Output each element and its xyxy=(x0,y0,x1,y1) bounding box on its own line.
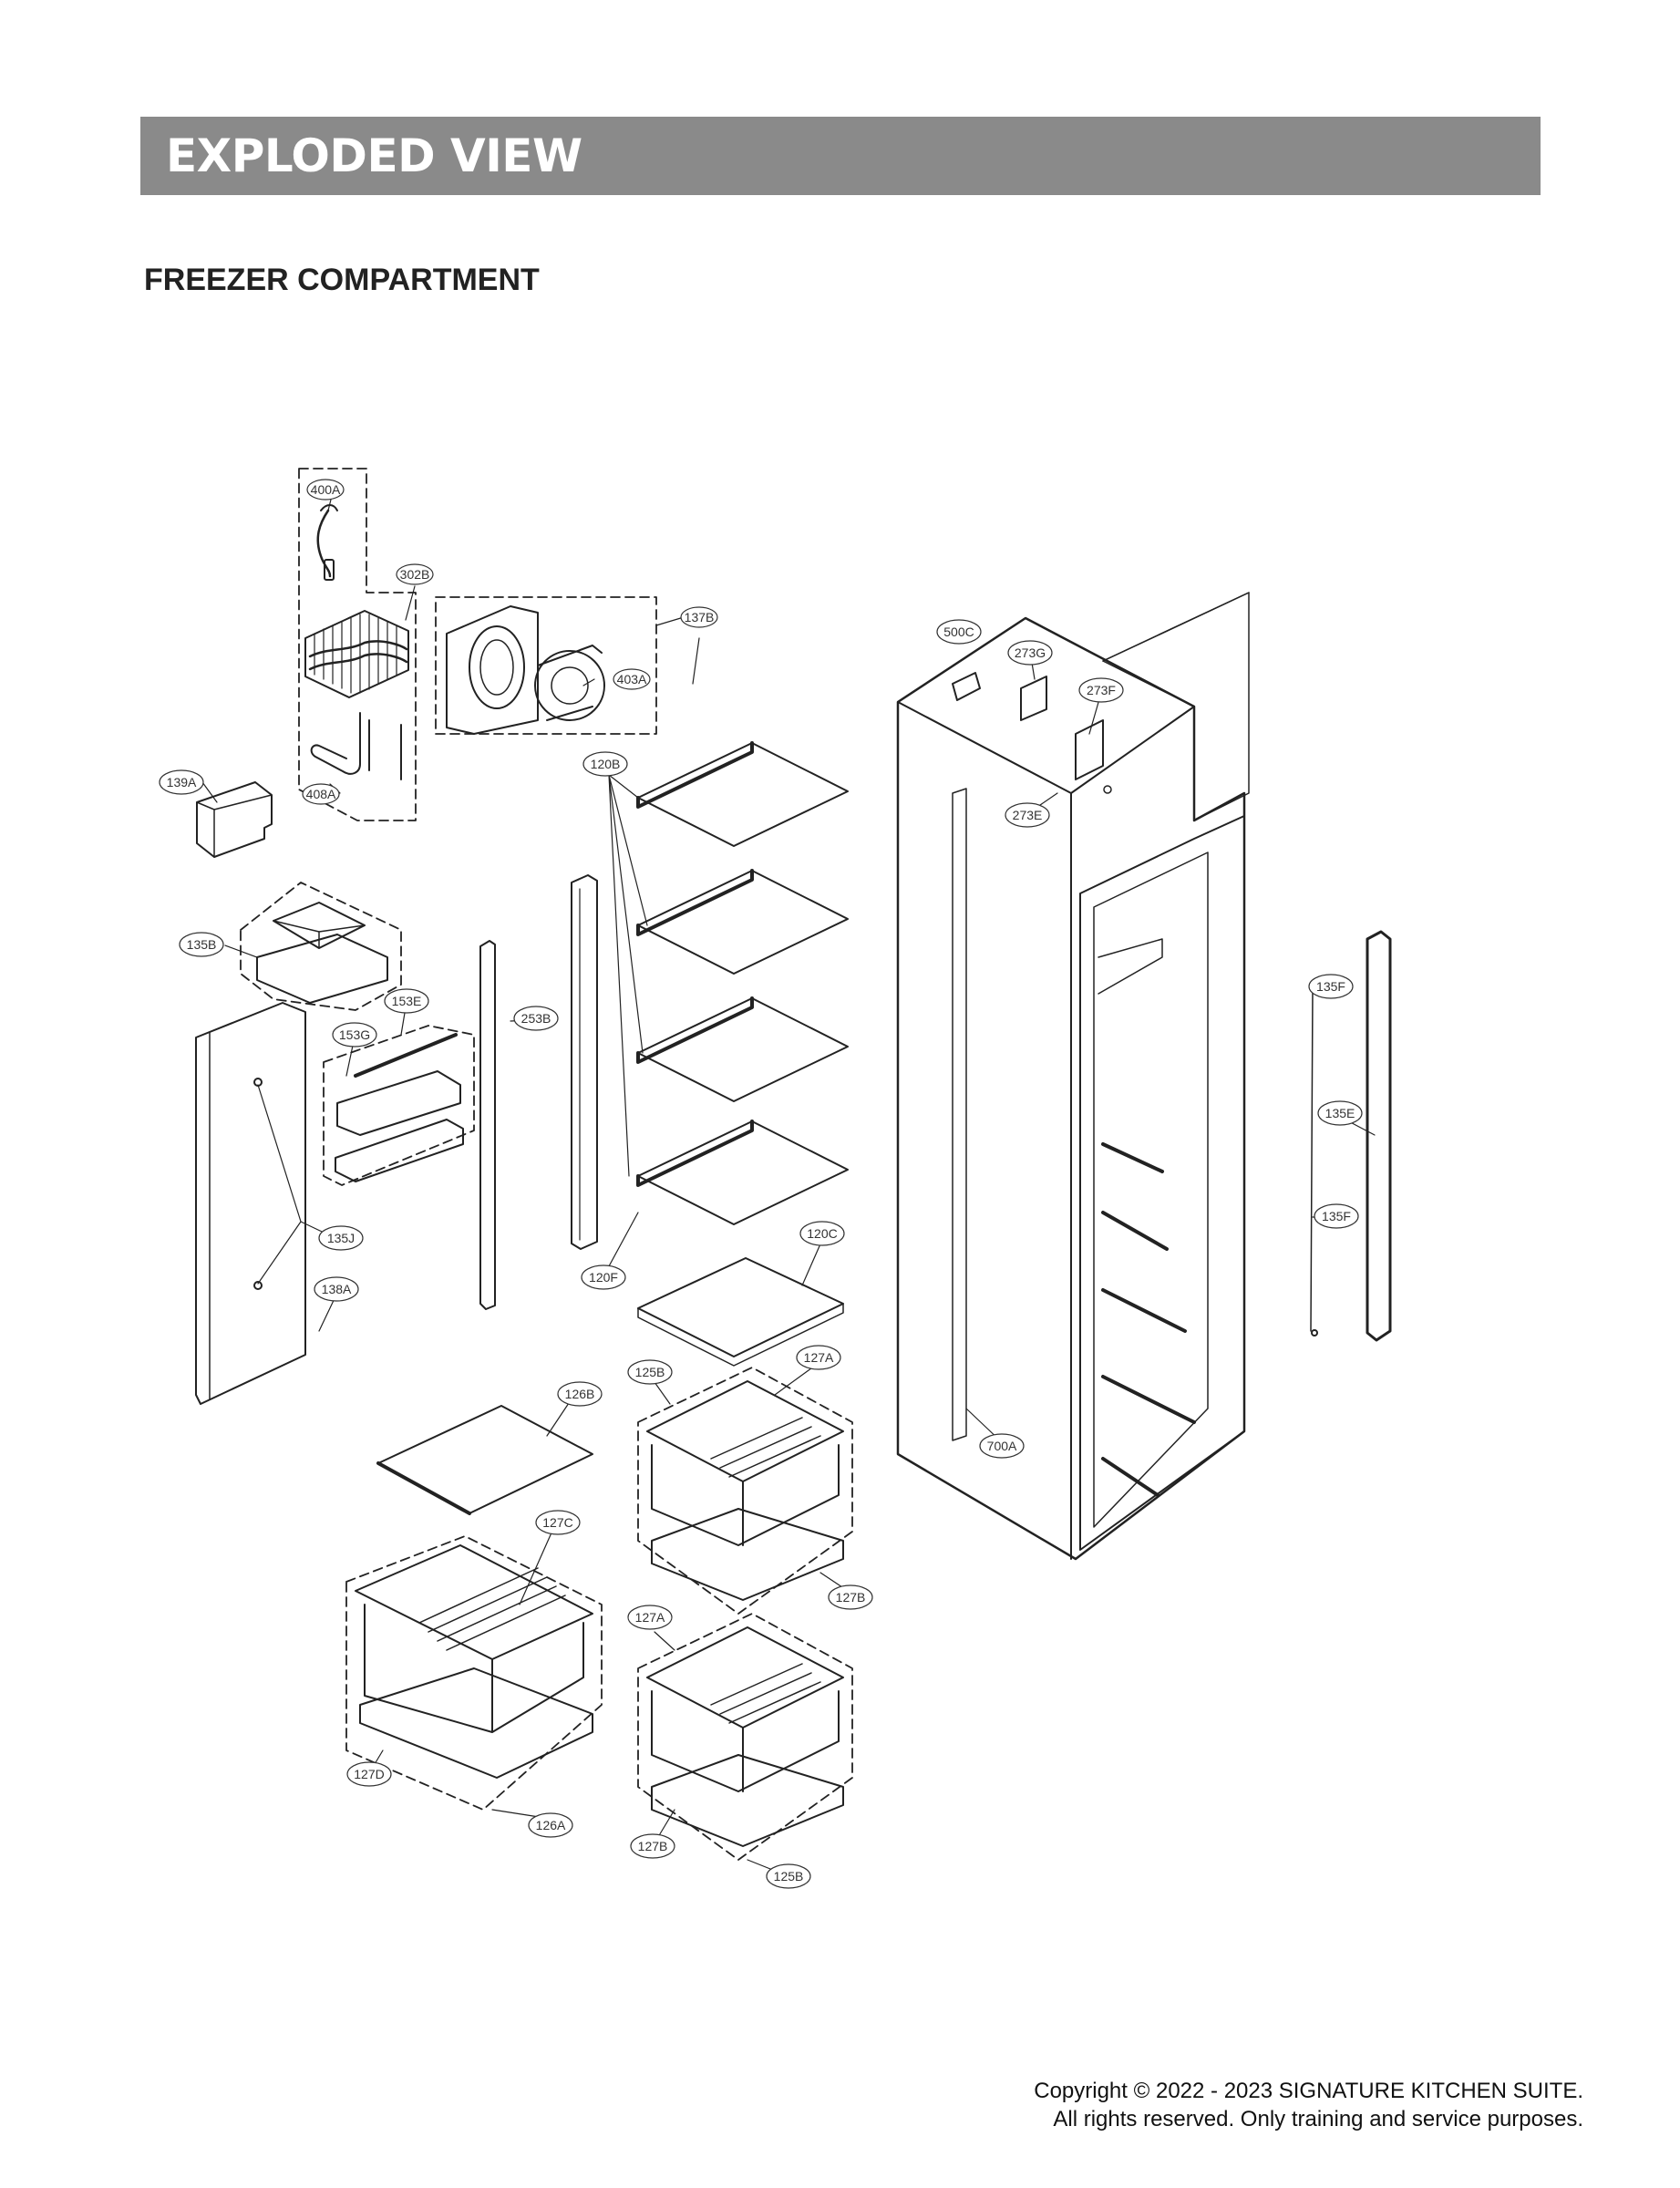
svg-text:302B: 302B xyxy=(400,567,430,582)
svg-text:273E: 273E xyxy=(1013,808,1043,822)
svg-text:273F: 273F xyxy=(1087,683,1116,697)
svg-text:139A: 139A xyxy=(167,775,197,790)
callout-500c: 500C xyxy=(936,619,982,645)
callout-135e: 135E xyxy=(1317,1100,1363,1126)
ice-tray-group xyxy=(240,882,402,1011)
evaporator-group xyxy=(298,468,417,821)
callout-126a: 126A xyxy=(528,1812,573,1838)
callout-127a-top: 127A xyxy=(796,1345,841,1370)
callout-135f-bottom: 135F xyxy=(1314,1203,1359,1229)
svg-text:408A: 408A xyxy=(306,787,336,801)
footer: Copyright © 2022 - 2023 SIGNATURE KITCHE… xyxy=(1034,2077,1583,2133)
svg-text:138A: 138A xyxy=(322,1282,352,1296)
svg-text:700A: 700A xyxy=(987,1439,1017,1453)
page-title: EXPLODED VIEW xyxy=(166,129,582,182)
callout-135b: 135B xyxy=(179,932,224,957)
rails-253b xyxy=(479,874,598,1310)
svg-text:120F: 120F xyxy=(589,1270,618,1285)
callout-403a: 403A xyxy=(613,668,651,690)
callout-153g: 153G xyxy=(332,1022,377,1048)
callout-125b-bottom: 125B xyxy=(766,1863,811,1889)
callout-400a: 400A xyxy=(306,479,345,501)
callout-700a: 700A xyxy=(979,1433,1025,1459)
callout-126b: 126B xyxy=(557,1381,603,1407)
svg-text:127A: 127A xyxy=(804,1350,834,1365)
svg-text:135F: 135F xyxy=(1322,1209,1351,1223)
svg-text:126B: 126B xyxy=(565,1387,595,1401)
basket-right-top xyxy=(637,1367,853,1615)
freezer-shelves xyxy=(636,741,849,1367)
callout-125b-top: 125B xyxy=(627,1359,673,1385)
svg-text:135E: 135E xyxy=(1325,1106,1355,1120)
svg-text:127A: 127A xyxy=(635,1610,665,1625)
cover-139a xyxy=(196,781,273,858)
svg-text:253B: 253B xyxy=(521,1011,551,1026)
svg-text:500C: 500C xyxy=(943,624,974,639)
svg-text:125B: 125B xyxy=(774,1869,804,1884)
callout-127c: 127C xyxy=(535,1510,581,1535)
callout-138a: 138A xyxy=(314,1276,359,1302)
copyright-text: Copyright © 2022 - 2023 SIGNATURE KITCHE… xyxy=(1034,2079,1583,2103)
lamp-group xyxy=(323,1025,475,1186)
callout-120b: 120B xyxy=(582,751,628,777)
svg-text:137B: 137B xyxy=(685,610,715,624)
callout-408a: 408A xyxy=(302,783,340,805)
callout-137b: 137B xyxy=(680,606,718,628)
svg-text:153E: 153E xyxy=(392,994,422,1008)
header-banner: EXPLODED VIEW xyxy=(140,117,1541,195)
callout-273e: 273E xyxy=(1005,802,1050,828)
svg-text:120C: 120C xyxy=(807,1226,837,1241)
svg-text:120B: 120B xyxy=(591,757,621,771)
callout-127a-bottom: 127A xyxy=(627,1605,673,1630)
svg-text:153G: 153G xyxy=(339,1027,370,1042)
svg-text:127B: 127B xyxy=(638,1839,668,1853)
side-panel-138a xyxy=(195,1002,306,1405)
callout-120c: 120C xyxy=(799,1221,845,1246)
callout-127b-bottom: 127B xyxy=(630,1833,675,1859)
svg-text:125B: 125B xyxy=(635,1365,665,1379)
callout-139a: 139A xyxy=(159,769,204,795)
callout-127b-top: 127B xyxy=(828,1584,873,1610)
callout-135j: 135J xyxy=(318,1225,364,1251)
callout-273f: 273F xyxy=(1078,677,1124,703)
callout-120f: 120F xyxy=(581,1264,626,1290)
svg-text:127D: 127D xyxy=(354,1767,384,1781)
svg-text:126A: 126A xyxy=(536,1818,566,1832)
basket-right-bottom xyxy=(637,1613,853,1861)
fan-shroud-group xyxy=(435,596,657,735)
svg-text:135J: 135J xyxy=(327,1231,355,1245)
rights-text: All rights reserved. Only training and s… xyxy=(1053,2107,1583,2131)
svg-text:127C: 127C xyxy=(542,1515,572,1530)
callout-127d: 127D xyxy=(346,1761,392,1787)
svg-text:273G: 273G xyxy=(1015,645,1046,660)
cabinet xyxy=(896,592,1250,1561)
callout-273g: 273G xyxy=(1007,640,1053,666)
callout-153e: 153E xyxy=(384,988,429,1014)
svg-text:135F: 135F xyxy=(1316,979,1345,994)
svg-text:135B: 135B xyxy=(187,937,217,952)
callout-302b: 302B xyxy=(396,563,434,585)
section-title: FREEZER COMPARTMENT xyxy=(144,263,540,297)
svg-text:127B: 127B xyxy=(836,1590,866,1605)
callout-135f-top: 135F xyxy=(1308,974,1354,999)
basket-left xyxy=(345,1405,603,1811)
svg-text:403A: 403A xyxy=(617,672,647,686)
callout-253b: 253B xyxy=(513,1006,559,1031)
svg-text:400A: 400A xyxy=(311,482,341,497)
